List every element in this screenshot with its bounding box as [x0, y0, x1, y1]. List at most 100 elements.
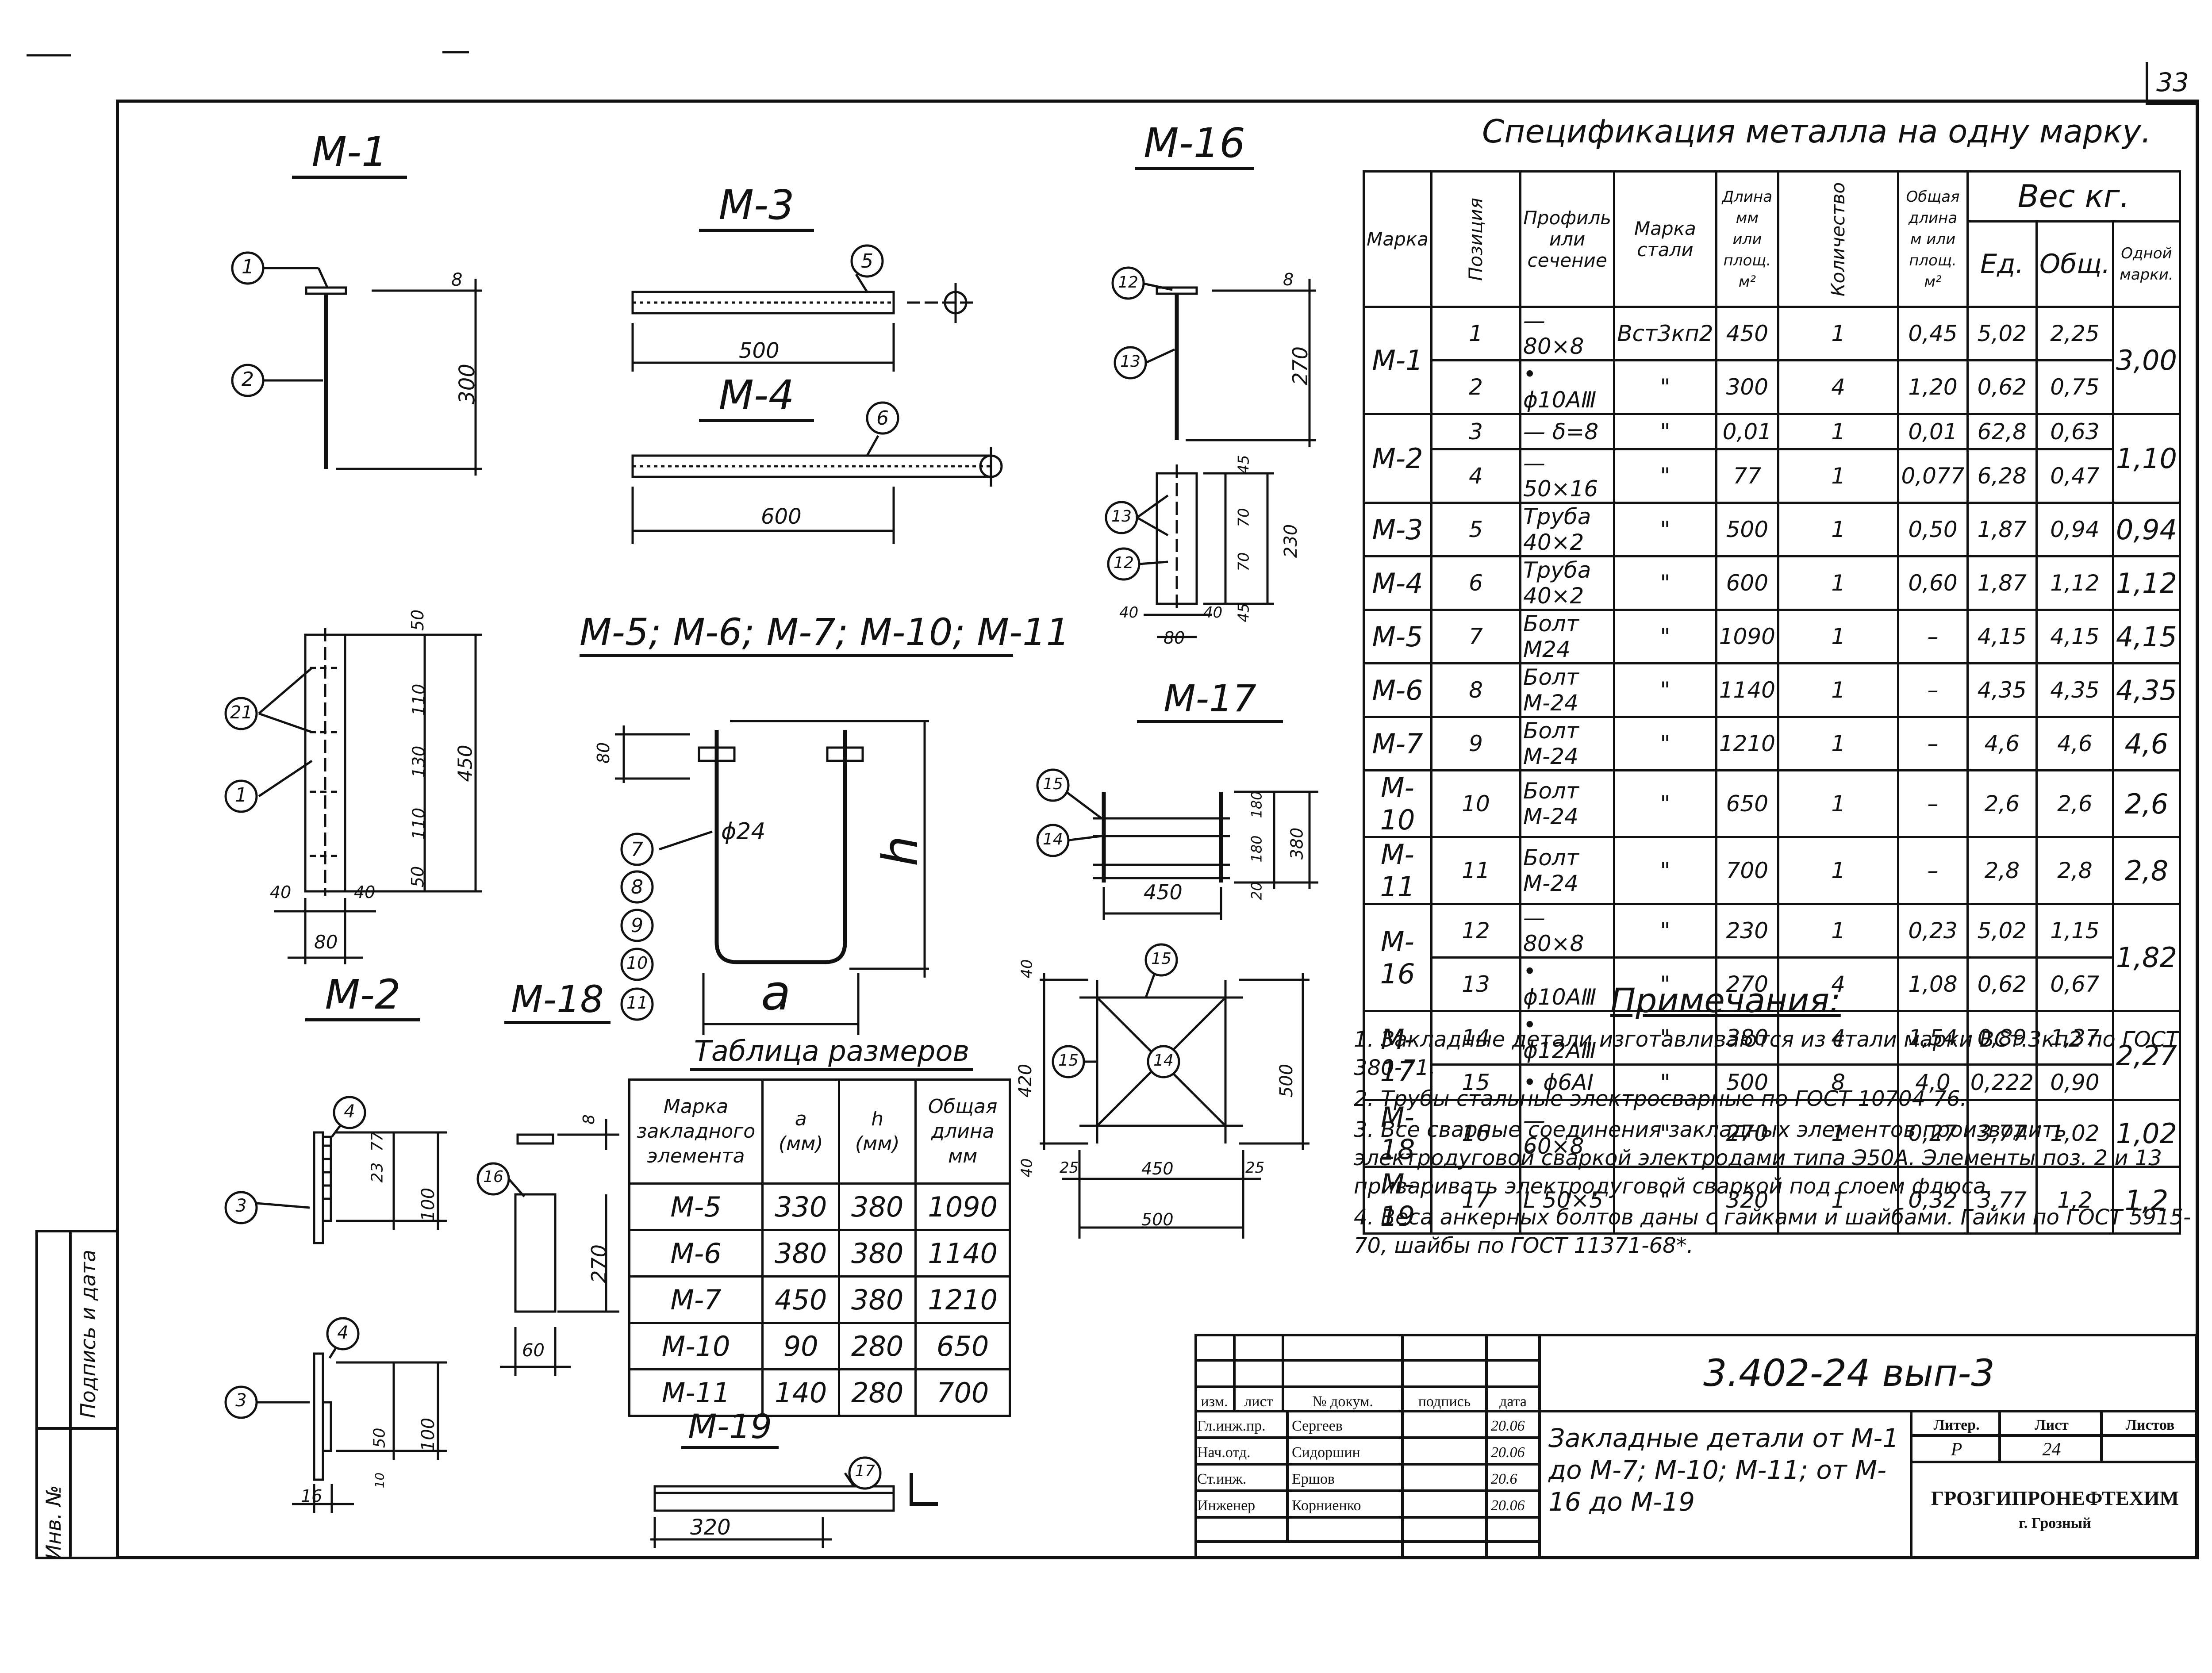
m16-pos-rod: 13 [1120, 353, 1141, 371]
spec-cell-steel: " [1613, 662, 1717, 718]
spec-cell-unit: 4,15 [1966, 609, 2038, 664]
ubolt-leader [659, 830, 713, 851]
pos-circle [1147, 1045, 1180, 1078]
stamp-list: 24 [2042, 1439, 2061, 1460]
m5-title: M-5; M-6; M-7; M-10; M-11 [580, 610, 1070, 657]
spec-cell-steel: " [1613, 413, 1717, 450]
plan-dim-h3: 25 [1245, 1159, 1265, 1177]
spec-cell-len: 1090 [1715, 609, 1780, 664]
m5-dim-h: h [872, 836, 929, 867]
spec-cell-profile: • ϕ10АⅢ [1519, 359, 1616, 415]
spec-cell-pos: 11 [1430, 836, 1522, 905]
spec-cell-mark: M-6 [1363, 662, 1432, 718]
dims-cell: 330 [761, 1182, 841, 1231]
spec-cell-steel: " [1613, 555, 1717, 611]
spec-cell-profile: • ϕ6АⅠ [1519, 1063, 1616, 1101]
spec-cell-profile: Болт М-24 [1519, 769, 1616, 838]
spec-cell-markw: 1,82 [2112, 903, 2181, 1012]
spec-cell-tlen: 1,08 [1897, 956, 1969, 1012]
spec-cell-pos: 3 [1430, 413, 1522, 450]
spec-h-tlen: Общая длина м или площ. м² [1897, 170, 1969, 308]
notes-block: Примечания: 1. Закладные детали изготавл… [1354, 984, 2194, 1262]
spec-cell-profile: Болт М-24 [1519, 716, 1616, 771]
pos-circle [620, 987, 654, 1021]
dims-cell: 650 [914, 1322, 1011, 1370]
spec-cell-markw: 2,27 [2112, 1010, 2181, 1101]
dims-cell: 380 [838, 1182, 917, 1231]
spec-cell-tlen: 0,60 [1897, 555, 1969, 611]
stamp-lists-label: Листов [2125, 1417, 2175, 1433]
spec-cell-qty: 4 [1777, 359, 1900, 415]
spec-cell-qty: 4 [1777, 956, 1900, 1012]
note-item: 3. Все сварные соединения закладных элем… [1354, 1117, 2162, 1199]
m16-leader [1145, 348, 1175, 364]
spec-cell-steel: " [1613, 502, 1717, 557]
side-stamp-divider [69, 1232, 72, 1557]
spec-cell-len: 77 [1715, 448, 1780, 504]
dims-cell: 1140 [914, 1229, 1011, 1278]
spec-h-steel: Марка стали [1613, 170, 1717, 308]
m19-section [910, 1473, 938, 1506]
ubolt-nut-left [698, 746, 736, 762]
spec-cell-len: 500 [1715, 1063, 1780, 1101]
spec-cell-pos: 9 [1430, 716, 1522, 771]
spec-cell-total: 4,35 [2035, 662, 2114, 718]
plan-dim-h2: 450 [1141, 1159, 1174, 1178]
m18-pos-e: 16 [483, 1168, 503, 1186]
spec-cell-unit: 0,89 [1966, 1010, 2038, 1066]
spec-cell-steel: " [1613, 1099, 1717, 1168]
m1-leader [317, 267, 329, 288]
spec-cell-tlen: 0,50 [1897, 502, 1969, 557]
pos-circle [1036, 824, 1070, 857]
dims-cell: 140 [761, 1368, 841, 1417]
m2-dim-v4: 110 [409, 807, 429, 840]
spec-cell-total: 0,63 [2035, 413, 2114, 450]
spec-cell-total: 2,25 [2035, 306, 2114, 361]
m5-dim-a: a [761, 964, 791, 1021]
m18-pos-b: 3 [235, 1196, 247, 1216]
pos-circle [1105, 501, 1138, 534]
spec-cell-total: 1,15 [2035, 903, 2114, 959]
spec-cell-qty: 1 [1777, 716, 1900, 771]
spec-cell-qty: 8 [1777, 1063, 1900, 1101]
spec-cell-steel: Вст3кп2 [1613, 306, 1717, 361]
stamp-name: Сидоршин [1292, 1444, 1360, 1461]
spec-cell-pos: 4 [1430, 448, 1522, 504]
pos-circle [224, 697, 258, 730]
stamp-role: Инженер [1197, 1497, 1256, 1514]
m16-pos-top: 12 [1118, 273, 1138, 292]
m5-pos-8: 8 [631, 876, 643, 898]
spec-cell-profile: • ϕ10АⅢ [1519, 956, 1616, 1012]
m16-dim-v3: 70 [1235, 552, 1253, 572]
spec-cell-profile: Болт М-24 [1519, 662, 1616, 718]
pos-circle [1052, 1045, 1085, 1078]
pos-circle [224, 1385, 258, 1419]
pos-circle [231, 251, 265, 285]
m1-title: M-1 [292, 128, 407, 179]
m17-dim-v1: 180 [1248, 791, 1265, 818]
m17-leader [1066, 835, 1102, 842]
spec-cell-unit: 4,35 [1966, 662, 2038, 718]
m2-dim-v3: 130 [409, 745, 429, 778]
spec-cell-qty: 1 [1777, 1099, 1900, 1168]
spec-cell-markw: 2,8 [2112, 836, 2181, 905]
dims-cell: M-6 [628, 1229, 764, 1278]
spec-cell-len: 650 [1715, 769, 1780, 838]
m2-dim-h2: 40 [354, 883, 376, 902]
m5-dim-top: 80 [594, 742, 614, 764]
m16-dim-h2: 40 [1203, 604, 1223, 622]
note-item: 4. Веса анкерных болтов даны с гайками и… [1354, 1205, 2191, 1258]
spec-cell-unit: 3,77 [1966, 1166, 2038, 1235]
m16-dim-v4: 45 [1235, 603, 1253, 622]
spec-cell-mark: M-5 [1363, 609, 1432, 664]
spec-cell-total: 0,75 [2035, 359, 2114, 415]
m19-dim: 320 [690, 1515, 731, 1540]
m4-leader [866, 435, 879, 457]
pos-circle [333, 1096, 366, 1129]
dims-cell: 1090 [914, 1182, 1011, 1231]
spec-cell-len: 1210 [1715, 716, 1780, 771]
dims-cell: 90 [761, 1322, 841, 1370]
